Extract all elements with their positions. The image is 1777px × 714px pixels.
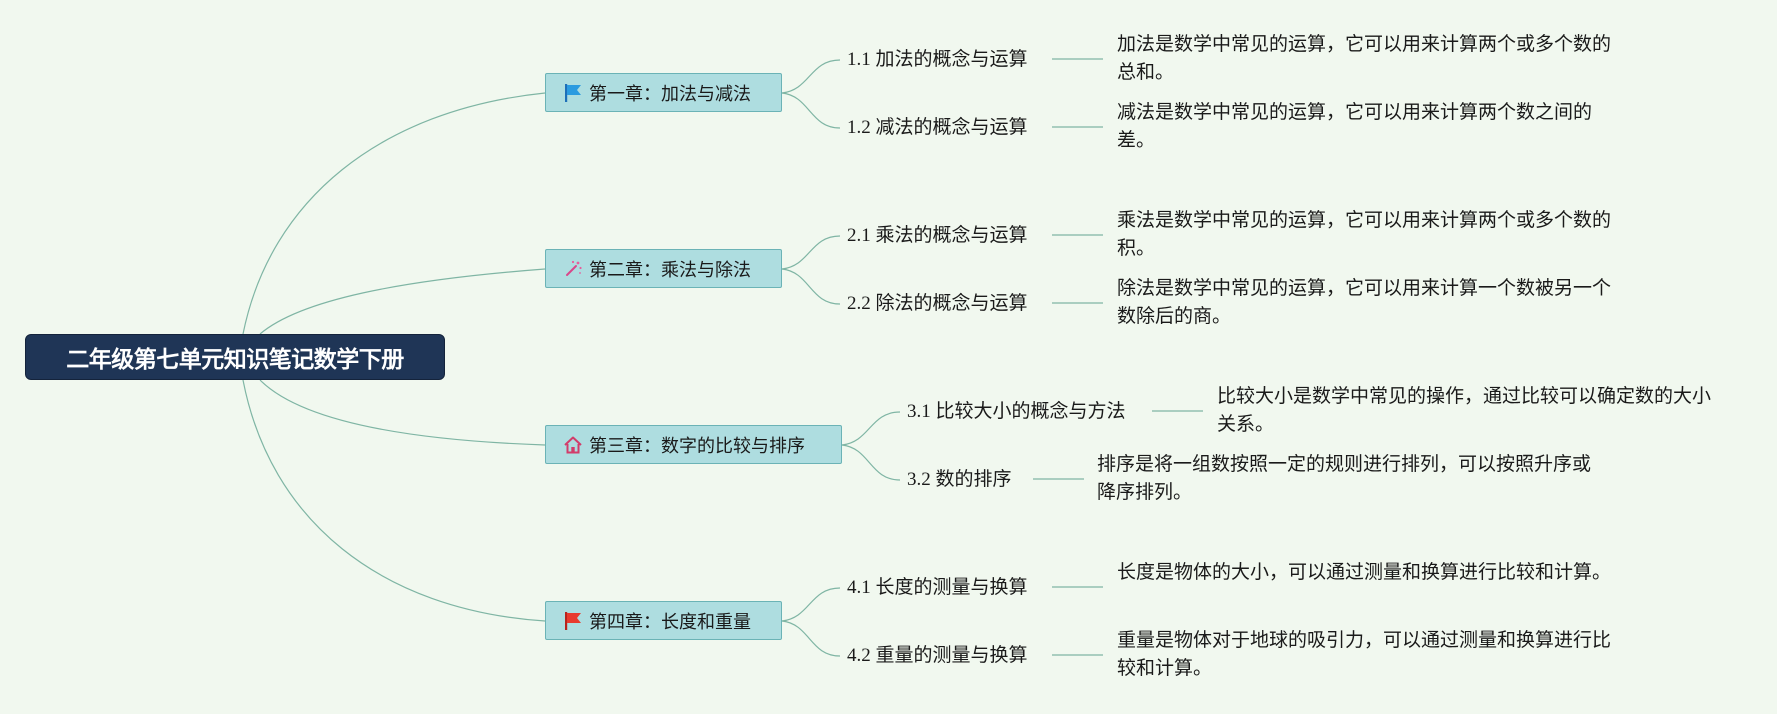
chapter-node-2[interactable]: 第二章：乘法与除法 — [545, 249, 782, 288]
chapter-title: 第一章：加法与减法 — [589, 83, 751, 105]
home-icon — [564, 436, 582, 453]
chapter-title: 第四章：长度和重量 — [589, 611, 751, 633]
magic-wand-icon — [566, 260, 582, 276]
topic-description: 重量是物体对于地球的吸引力，可以通过测量和换算进行比较和计算。 — [1117, 630, 1612, 679]
root-title: 二年级第七单元知识笔记数学下册 — [66, 347, 404, 373]
topic-description: 加法是数学中常见的运算，它可以用来计算两个或多个数的总和。 — [1117, 34, 1612, 83]
topic-description: 长度是物体的大小，可以通过测量和换算进行比较和计算。 — [1117, 562, 1612, 583]
topic-node-1-1[interactable]: 1.1 加法的概念与运算 — [847, 49, 1028, 70]
root-node[interactable]: 二年级第七单元知识笔记数学下册 — [25, 334, 445, 380]
topic-node-3-1[interactable]: 3.1 比较大小的概念与方法 — [907, 401, 1126, 422]
topic-node-2-2[interactable]: 2.2 除法的概念与运算 — [847, 293, 1028, 314]
topic-description: 减法是数学中常见的运算，它可以用来计算两个数之间的差。 — [1117, 102, 1593, 151]
chapter-node-4[interactable]: 第四章：长度和重量 — [545, 601, 782, 640]
chapter-node-3[interactable]: 第三章：数字的比较与排序 — [545, 425, 842, 464]
topic-description: 除法是数学中常见的运算，它可以用来计算一个数被另一个数除后的商。 — [1117, 278, 1612, 327]
chapter-title: 第三章：数字的比较与排序 — [589, 435, 805, 457]
topic-node-4-1[interactable]: 4.1 长度的测量与换算 — [847, 577, 1028, 598]
topic-description: 乘法是数学中常见的运算，它可以用来计算两个或多个数的积。 — [1117, 210, 1612, 259]
blue-flag-icon — [565, 83, 581, 102]
topic-node-3-2[interactable]: 3.2 数的排序 — [907, 469, 1012, 490]
topic-node-2-1[interactable]: 2.1 乘法的概念与运算 — [847, 225, 1028, 246]
chapter-title: 第二章：乘法与除法 — [589, 259, 751, 281]
topic-description: 排序是将一组数按照一定的规则进行排列，可以按照升序或降序排列。 — [1097, 454, 1592, 503]
topic-node-4-2[interactable]: 4.2 重量的测量与换算 — [847, 645, 1028, 666]
topic-description: 比较大小是数学中常见的操作，通过比较可以确定数的大小关系。 — [1217, 386, 1712, 435]
red-flag-icon — [565, 611, 581, 630]
topic-node-1-2[interactable]: 1.2 减法的概念与运算 — [847, 117, 1028, 138]
chapter-node-1[interactable]: 第一章：加法与减法 — [545, 73, 782, 112]
